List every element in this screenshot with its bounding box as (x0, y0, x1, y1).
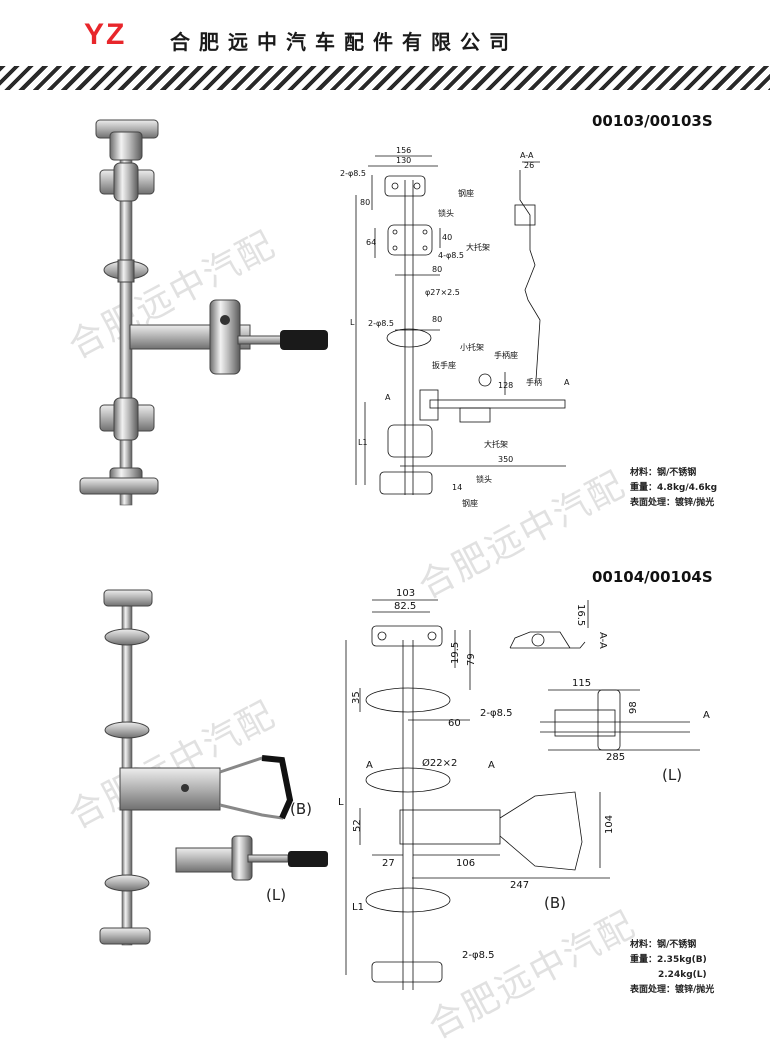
spec-block-2: 材料：钢/不锈钢 重量：2.35kg(B) 2.24kg(L) 表面处理：镀锌/… (630, 938, 714, 998)
dim-82-5: 82.5 (394, 601, 416, 612)
label-shoubingzuo: 手柄座 (494, 350, 518, 360)
dim-80c: 80 (432, 315, 442, 324)
dim-156: 156 (396, 146, 411, 155)
company-logo: YZ (84, 18, 127, 51)
dim-19-5: 19.5 (450, 642, 461, 664)
dim-80b: 80 (432, 265, 442, 274)
dim-L: L (338, 797, 344, 808)
dim-104: 104 (604, 815, 615, 834)
spec-material: 材料：钢/不锈钢 (630, 468, 697, 478)
dim-350: 350 (498, 455, 513, 464)
label-gangzuo-2: 钢座 (462, 498, 478, 508)
spec-material: 材料：钢/不锈钢 (630, 940, 697, 950)
dim-35: 35 (351, 691, 362, 704)
dim-79: 79 (466, 653, 477, 666)
product-model-1: 00103/00103S (592, 112, 713, 130)
dim-60: 60 (448, 718, 461, 729)
spec-weight: 重量：4.8kg/4.6kg (630, 483, 718, 493)
dim-80a: 80 (360, 198, 370, 207)
dim-247: 247 (510, 880, 529, 891)
label-datuojia-2: 大托架 (484, 439, 508, 449)
dim-115: 115 (572, 678, 591, 689)
dim-26: 26 (524, 161, 534, 170)
spec-finish: 表面处理：镀锌/抛光 (630, 985, 715, 995)
dim-L1: L1 (352, 902, 364, 913)
dim-27: 27 (382, 858, 395, 869)
dim-64: 64 (366, 238, 376, 247)
label-gangzuo: 钢座 (458, 188, 474, 198)
dim-16-5: 16.5 (575, 604, 586, 626)
page-header: YZ 合肥远中汽车配件有限公司 (0, 0, 770, 60)
header-stripe-divider (0, 66, 770, 90)
dim-285: 285 (606, 752, 625, 763)
section-a-right: A (488, 760, 495, 771)
variant-label-b-drawing: (B) (544, 894, 566, 912)
section-a-left: A (385, 393, 391, 402)
label-shoubing: 手柄 (526, 377, 542, 387)
dim-128: 128 (498, 381, 513, 390)
spec-weight: 重量：2.35kg(B) (630, 955, 707, 965)
dim-40: 40 (442, 233, 452, 242)
dim-52: 52 (352, 819, 363, 832)
dim-98: 98 (628, 701, 639, 714)
spec-weight-l: 2.24kg(L) (658, 970, 707, 980)
variant-label-b: (B) (290, 800, 312, 818)
company-name: 合肥远中汽车配件有限公司 (170, 30, 518, 54)
dim-L1: L1 (358, 438, 368, 447)
dim-2-phi: 2-φ8.5 (480, 708, 512, 719)
variant-label-l-drawing: (L) (662, 766, 683, 784)
label-datuojia: 大托架 (466, 242, 490, 252)
dim-103: 103 (396, 588, 415, 599)
label-banshouzuo: 扳手座 (432, 360, 456, 370)
section-a-left: A (366, 760, 373, 771)
section-title-aa: A-A (520, 151, 534, 160)
label-suotou-2: 锁头 (476, 474, 492, 484)
dim-106: 106 (456, 858, 475, 869)
dim-2-phi-b: 2-φ8.5 (462, 950, 494, 961)
variant-label-l: (L) (266, 886, 287, 904)
section-a-right: A (564, 378, 570, 387)
dim-2-phi: 2-φ8.5 (340, 169, 366, 178)
dim-2-phi-b: 2-φ8.5 (368, 319, 394, 328)
spec-block-1: 材料：钢/不锈钢 重量：4.8kg/4.6kg 表面处理：镀锌/抛光 (630, 466, 717, 511)
dim-4-phi: 4-φ8.5 (438, 251, 464, 260)
dim-14: 14 (452, 483, 462, 492)
label-xiaotuojia: 小托架 (460, 342, 484, 352)
spec-finish: 表面处理：镀锌/抛光 (630, 498, 715, 508)
product-model-2: 00104/00104S (592, 568, 713, 586)
dim-pipe: Ø22×2 (422, 757, 457, 769)
dim-L: L (350, 318, 355, 327)
section-title-aa: A-A (597, 632, 608, 649)
dim-pipe: φ27×2.5 (425, 288, 460, 297)
dim-130: 130 (396, 156, 411, 165)
label-suotou: 锁头 (438, 208, 454, 218)
section-a-side: A (703, 710, 710, 721)
